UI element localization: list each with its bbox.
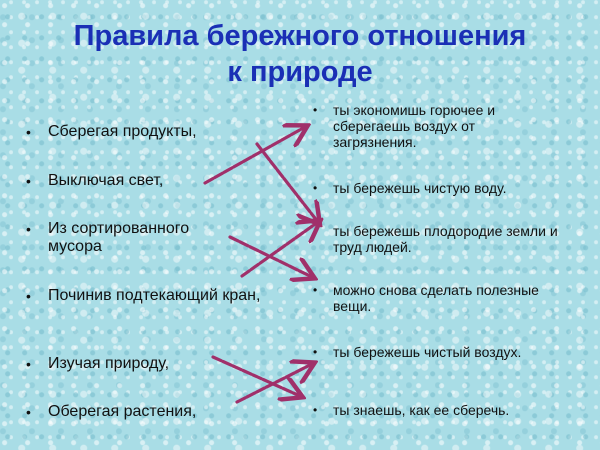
left-item-label: Выключая свет, — [48, 172, 164, 189]
bullet-icon: • — [26, 404, 31, 420]
left-item-5: • Изучая природу, — [26, 355, 278, 373]
left-item-label: Изучая природу, — [48, 355, 170, 372]
bullet-icon: • — [313, 345, 318, 359]
right-item-5: • ты бережешь чистый воздух. — [313, 344, 543, 360]
arrow-priroda — [211, 355, 300, 396]
bullet-icon: • — [26, 173, 31, 189]
right-item-label: ты знаешь, как ее сберечь. — [333, 402, 510, 418]
title-line-2: к природе — [227, 56, 373, 88]
left-item-label: Из сортированного мусора — [48, 220, 190, 255]
left-column-list: • Сберегая продукты, • Выключая свет, • … — [26, 0, 286, 450]
right-item-3: • ты бережешь плодородие земли и труд лю… — [313, 223, 573, 255]
bullet-icon: • — [26, 356, 31, 372]
left-item-4: • Починив подтекающий кран, — [26, 287, 273, 305]
left-item-6: • Оберегая растения, — [26, 403, 278, 421]
left-item-label: Сберегая продукты, — [48, 123, 197, 140]
left-item-label: Оберегая растения, — [48, 403, 197, 420]
left-item-2: • Выключая свет, — [26, 172, 278, 190]
title-line-1: Правила бережного отношения — [73, 20, 527, 52]
right-column-list: • ты экономишь горючее и сберегаешь возд… — [313, 0, 593, 450]
right-item-1: • ты экономишь горючее и сберегаешь возд… — [313, 102, 558, 150]
right-item-6: • ты знаешь, как ее сберечь. — [313, 402, 583, 418]
bullet-icon: • — [313, 403, 318, 417]
left-item-3: • Из сортированного мусора — [26, 220, 238, 256]
right-item-4: • можно снова сделать полезные вещи. — [313, 282, 548, 314]
slide-title: Правила бережного отношения к природе — [0, 18, 600, 90]
left-item-label: Починив подтекающий кран, — [48, 287, 261, 304]
left-item-1: • Сберегая продукты, — [26, 123, 278, 141]
arrow-kran — [240, 222, 318, 278]
bullet-icon: • — [26, 221, 31, 237]
bullet-icon: • — [313, 283, 318, 297]
right-item-label: ты бережешь чистый воздух. — [333, 344, 522, 360]
right-item-2: • ты бережешь чистую воду. — [313, 180, 583, 196]
right-item-label: ты бережешь плодородие земли и труд люде… — [333, 223, 558, 255]
right-item-label: ты экономишь горючее и сберегаешь воздух… — [333, 102, 496, 150]
bullet-icon: • — [26, 124, 31, 140]
arrow-svet — [255, 142, 318, 222]
bullet-icon: • — [26, 288, 31, 304]
arrow-produkty — [203, 127, 305, 185]
arrow-rasteniya — [235, 364, 312, 404]
right-item-label: ты бережешь чистую воду. — [333, 180, 507, 196]
bullet-icon: • — [313, 181, 318, 195]
right-item-label: можно снова сделать полезные вещи. — [333, 282, 539, 314]
bullet-icon: • — [313, 103, 318, 117]
